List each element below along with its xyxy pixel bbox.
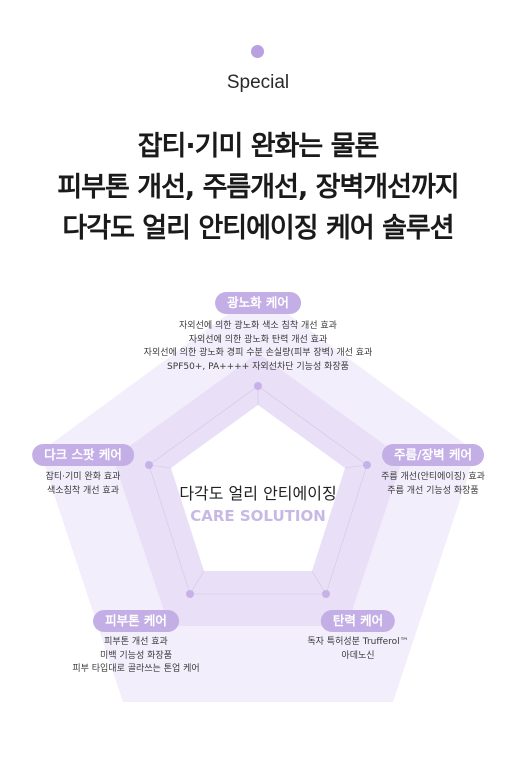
category-desc-skin-tone: 피부톤 개선 효과 미백 기능성 화장품 피부 타입대로 골라쓰는 톤업 케어 bbox=[72, 637, 200, 674]
center-subtitle: CARE SOLUTION bbox=[190, 507, 326, 525]
headline: 잡티·기미 완화는 물론 피부톤 개선, 주름개선, 장벽개선까지 다각도 얼리… bbox=[0, 126, 516, 249]
vertex-dots bbox=[145, 382, 371, 598]
section-label: Special bbox=[226, 72, 290, 93]
category-pill-elasticity: 탄력 케어 bbox=[320, 610, 396, 632]
category-desc-dark-spot: 잡티·기미 완화 효과 색소침착 개선 효과 bbox=[45, 472, 121, 496]
headline-line-1: 잡티·기미 완화는 물론 bbox=[137, 131, 380, 162]
category-pill-wrinkle-barrier: 주름/장벽 케어 bbox=[382, 444, 484, 466]
category-pill-skin-tone: 피부톤 케어 bbox=[93, 610, 179, 632]
category-pill-dark-spot: 다크 스팟 케어 bbox=[32, 444, 134, 466]
category-pill-photoaging: 광노화 케어 bbox=[215, 292, 301, 314]
inner-pentagon bbox=[171, 405, 345, 571]
center-title: 다각도 얼리 안티에이징 bbox=[179, 484, 337, 503]
category-desc-wrinkle-barrier: 주름 개선(안티에이징) 효과 주름 개선 기능성 화장품 bbox=[381, 472, 485, 496]
category-desc-photoaging: 자외선에 의한 광노화 색소 침착 개선 효과 자외선에 의한 광노화 탄력 개… bbox=[143, 321, 373, 372]
category-desc-elasticity: 독자 특허성분 Trufferol™ 아데노신 bbox=[307, 637, 409, 661]
radar-lines bbox=[148, 385, 368, 595]
headline-line-2: 피부톤 개선, 주름개선, 장벽개선까지 bbox=[57, 172, 459, 203]
section-dot bbox=[251, 45, 264, 58]
headline-line-3: 다각도 얼리 안티에이징 케어 솔루션 bbox=[62, 213, 454, 244]
